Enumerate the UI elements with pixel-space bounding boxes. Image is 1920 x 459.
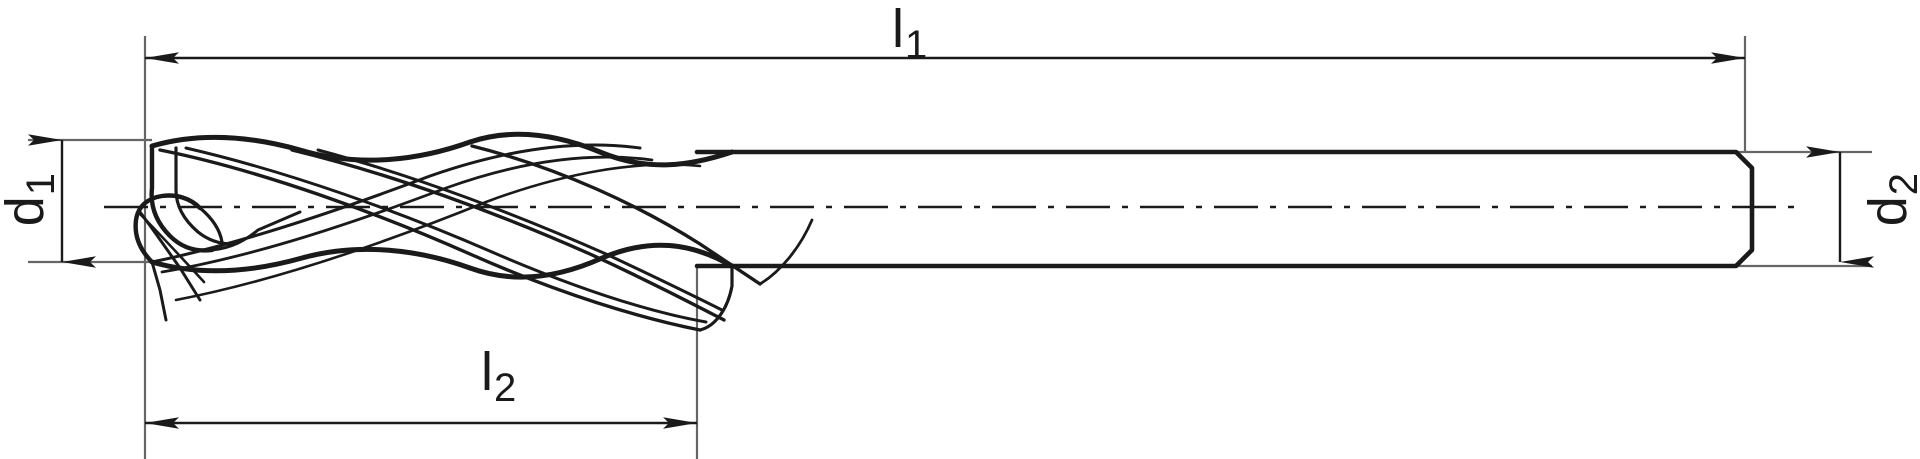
- cutting-tip-nose-inner: [198, 206, 224, 244]
- flute-helix-2b: [316, 148, 724, 312]
- dimension-label-l1-subscript: 1: [905, 23, 928, 68]
- cutting-tip-relief-upper: [210, 210, 302, 252]
- dimension-label-l1-base: l: [892, 0, 904, 59]
- flute-envelope-top: [149, 131, 735, 168]
- dimension-lines: [28, 52, 1874, 429]
- extension-lines: [28, 36, 1872, 459]
- flute-helix-back-1b: [160, 155, 654, 274]
- flute-runout-top: [758, 218, 814, 286]
- shank-outline: [694, 149, 1755, 269]
- dimension-label-d1-subscript: 1: [19, 172, 64, 196]
- flute-helix-back-2: [174, 163, 702, 302]
- cutting-tip-edge-lower-3: [150, 260, 168, 322]
- cutting-tip-edge-lower-2: [138, 212, 206, 284]
- end-mill-body: [133, 131, 1755, 332]
- flute-helix-1: [158, 148, 702, 332]
- flute-helix-1b: [184, 146, 708, 324]
- cutting-tip-nose: [133, 193, 203, 265]
- dimension-label-d1-base: d: [0, 196, 56, 227]
- dimension-label-l1: l1: [892, 2, 927, 65]
- dimension-label-d2-subscript: 2: [1882, 173, 1920, 195]
- dimension-label-l2: l2: [481, 345, 516, 408]
- flute-runout-bottom: [698, 264, 734, 332]
- dimension-label-l2-base: l: [481, 342, 493, 402]
- flute-helix-2: [290, 148, 726, 322]
- dimension-label-d2-base: d: [1858, 196, 1919, 227]
- dimension-label-d1: d1: [0, 172, 64, 227]
- dimension-label-l2-subscript: 2: [494, 366, 517, 411]
- dimension-label-d2: d2: [1858, 173, 1920, 227]
- flute-envelope-bottom: [149, 242, 735, 280]
